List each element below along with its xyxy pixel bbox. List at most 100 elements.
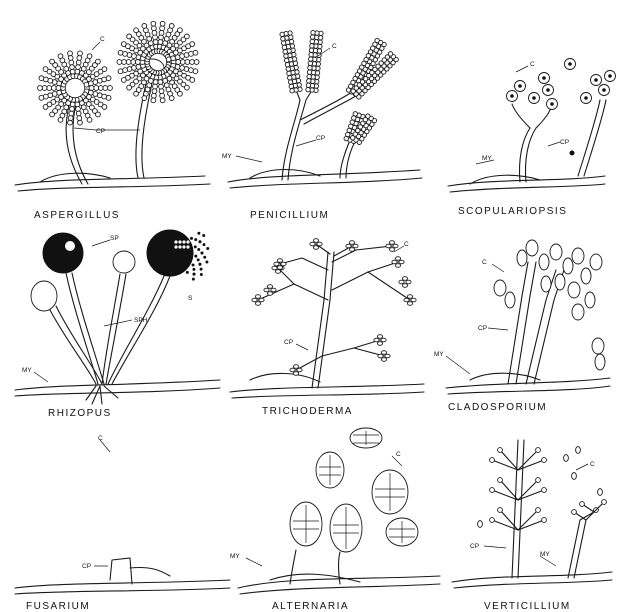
conidium — [152, 30, 157, 35]
conidium — [536, 508, 541, 513]
conidium — [602, 500, 607, 505]
phialide-conidium — [259, 298, 264, 302]
conidium — [102, 105, 107, 110]
spore — [198, 232, 200, 234]
spore — [182, 240, 185, 243]
rhizopus-label-s: S — [188, 295, 193, 302]
conidium — [287, 71, 291, 75]
conidium — [142, 24, 147, 29]
conidium — [126, 60, 131, 65]
phialide-conidium — [402, 277, 407, 281]
conidium — [102, 67, 107, 72]
conidium — [121, 78, 126, 83]
conidium-dot — [569, 63, 572, 66]
phialide-conidium — [271, 288, 276, 292]
conidium — [307, 79, 311, 83]
cladosporium-label-my: MY — [434, 351, 444, 358]
aspergillus-label-cp: CP — [96, 128, 105, 135]
conidium — [118, 50, 123, 55]
rhizopus-drawing: SP S SPH MY RHIZOPUS — [15, 230, 220, 419]
branch — [322, 348, 354, 356]
conidium — [592, 338, 604, 354]
conidium — [122, 60, 127, 65]
conidium — [539, 254, 549, 270]
conidium — [308, 66, 312, 70]
conidium — [106, 76, 111, 81]
verticillium-label-my: MY — [540, 551, 550, 558]
spore — [182, 245, 185, 248]
phialide-conidium — [399, 280, 404, 284]
conidium-dot — [609, 75, 612, 78]
penicillium-drawing: C MY CP PENICILLIUM — [222, 30, 422, 221]
conidium — [388, 52, 392, 56]
conidium — [310, 39, 314, 43]
conidium-dot — [533, 97, 536, 100]
conidium — [289, 84, 293, 88]
conidium — [77, 56, 82, 61]
penicillium-name: PENICILLIUM — [250, 210, 329, 221]
spore — [198, 249, 200, 251]
conidium — [308, 61, 312, 65]
conidium — [160, 98, 165, 103]
conidium — [153, 80, 158, 85]
cladosporium-label-cp: CP — [478, 325, 487, 332]
conidium — [68, 120, 73, 125]
conidium — [550, 244, 562, 260]
scopulariopsis-label-c: C — [530, 61, 535, 68]
spore — [193, 273, 195, 275]
conidium — [76, 65, 81, 70]
verticillium-name: VERTICILLIUM — [484, 601, 571, 612]
penicillium-label-cp: CP — [316, 135, 325, 142]
cladosporium-conidia — [494, 240, 605, 370]
conidium — [68, 116, 73, 121]
spore — [193, 268, 195, 270]
conidium — [595, 354, 605, 370]
alternaria-conidia-chains — [290, 428, 418, 552]
conidium — [152, 93, 157, 98]
conidium — [307, 70, 311, 74]
conidium — [159, 35, 164, 40]
conidium — [158, 40, 163, 45]
spore — [201, 252, 203, 254]
conidium — [517, 250, 527, 266]
phialide-conidium — [313, 246, 318, 250]
conidium-dot — [551, 103, 554, 106]
spore — [204, 256, 206, 258]
phialide-conidium — [395, 257, 400, 261]
conidium — [160, 26, 165, 31]
conidium — [151, 98, 156, 103]
conidium — [169, 96, 174, 101]
conidium — [152, 26, 157, 31]
conidium — [153, 84, 158, 89]
conidium — [78, 51, 83, 56]
conidium — [563, 258, 573, 274]
conidium — [153, 40, 158, 45]
phialide-conidium — [346, 244, 351, 248]
fusarium-label-cp: CP — [82, 563, 91, 570]
loose-conidium — [478, 521, 483, 528]
conidium — [536, 478, 541, 483]
conidium — [306, 83, 310, 87]
phialide-conidium — [407, 295, 412, 299]
conidium — [283, 49, 287, 53]
spore — [200, 268, 202, 270]
phialide-conidium — [402, 284, 407, 288]
conidium — [159, 84, 164, 89]
spore — [195, 239, 197, 241]
spore — [206, 261, 208, 263]
conidium — [42, 86, 47, 91]
macroconidium-fill — [66, 440, 80, 540]
trichoderma-drawing: CP C TRICHODERMA — [230, 239, 424, 417]
spore — [194, 246, 196, 248]
phialide-conidium — [349, 248, 354, 252]
conidium — [135, 60, 140, 65]
phialide — [518, 460, 544, 470]
conidium — [190, 42, 195, 47]
conidium — [490, 518, 495, 523]
conidium — [94, 86, 99, 91]
alternaria-name: ALTERNARIA — [272, 601, 349, 612]
conidium — [160, 21, 165, 26]
spore — [178, 245, 181, 248]
rhizopus-name: RHIZOPUS — [48, 408, 112, 419]
